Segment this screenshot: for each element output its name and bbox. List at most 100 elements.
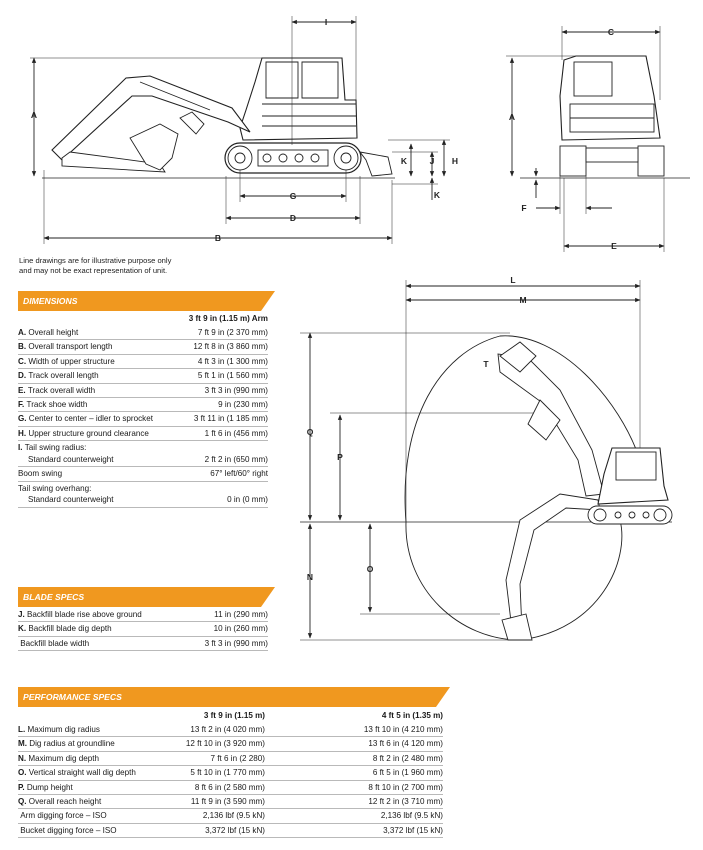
dim-label-a: A <box>31 110 37 120</box>
performance-column-headers: 3 ft 9 in (1.15 m) 4 ft 5 in (1.35 m) <box>18 709 443 723</box>
dim-label-q: Q <box>307 427 314 437</box>
row-value: 1 ft 6 in (456 mm) <box>204 428 268 438</box>
row-label: Backfill blade width <box>20 638 90 648</box>
table-row: L. Maximum dig radius 13 ft 2 in (4 020 m… <box>18 723 443 738</box>
performance-col1-label: 3 ft 9 in (1.15 m) <box>203 711 265 720</box>
dim-label-t: T <box>483 359 489 369</box>
row-label: B. Overall transport length <box>18 342 113 352</box>
table-row: K. Backfill blade dig depth 10 in (260 mm… <box>18 622 268 637</box>
row-label: H. Upper structure ground clearance <box>18 428 149 438</box>
dim-label-o: O <box>367 564 374 574</box>
performance-specs-table: 3 ft 9 in (1.15 m) 4 ft 5 in (1.35 m) L.… <box>18 709 443 839</box>
row-label: Bucket digging force – ISO <box>20 825 117 835</box>
table-row: Arm digging force – ISO 2,136 lbf (9.5 kN… <box>18 809 443 824</box>
row-label: Arm digging force – ISO <box>20 811 107 821</box>
dim-label-k: K <box>401 156 408 166</box>
dim-label-g: G <box>290 191 297 201</box>
row-value: 10 in (260 mm) <box>213 624 268 634</box>
row-value: 8 ft 6 in (2 580 mm) <box>194 782 265 792</box>
performance-specs-header: PERFORMANCE SPECS <box>18 687 450 707</box>
row-value: 12 ft 10 in (3 920 mm) <box>185 739 265 749</box>
table-row: N. Maximum dig depth 7 ft 6 in (2 280) 8 f… <box>18 752 443 767</box>
note-line-2: and may not be exact representation of u… <box>19 266 168 275</box>
table-row: D. Track overall length 5 ft 1 in (1 560 … <box>18 369 268 384</box>
table-row: J. Backfill blade rise above ground 11 in… <box>18 608 268 623</box>
row-label: P. Dump height <box>18 782 73 792</box>
row-value: 13 ft 2 in (4 020 mm) <box>190 725 265 734</box>
row-value: 3 ft 3 in (990 mm) <box>204 638 268 648</box>
row-value-2: 2,136 lbf (9.5 kN) <box>380 811 443 821</box>
dimensions-column-label: 3 ft 9 in (1.15 m) Arm <box>188 314 268 323</box>
row-value-2: 3,372 lbf (15 kN) <box>383 825 443 835</box>
dim-label-e: E <box>611 241 617 251</box>
row-label: J. Backfill blade rise above ground <box>18 610 142 619</box>
table-row: Backfill blade width 3 ft 3 in (990 mm) <box>18 637 268 652</box>
performance-specs-title: PERFORMANCE SPECS <box>23 692 122 702</box>
row-label: K. Backfill blade dig depth <box>18 624 112 634</box>
row-label: O. Vertical straight wall dig depth <box>18 768 136 778</box>
blade-specs-table: J. Backfill blade rise above ground 11 in… <box>18 608 268 652</box>
table-row: M. Dig radius at groundline 12 ft 10 in (… <box>18 737 443 752</box>
row-label: A. Overall height <box>18 328 79 337</box>
note-line-1: Line drawings are for illustrative purpo… <box>19 256 172 265</box>
row-value-2: 13 ft 6 in (4 120 mm) <box>368 739 443 749</box>
illustration-note: Line drawings are for illustrative purpo… <box>19 256 171 276</box>
row-value: 7 ft 6 in (2 280) <box>210 753 265 763</box>
dim-label-h: H <box>452 156 458 166</box>
row-value-2: 12 ft 2 in (3 710 mm) <box>368 796 443 806</box>
dim-label-j: J <box>430 156 435 166</box>
row-value: 11 in (290 mm) <box>214 610 268 619</box>
blade-specs-title: BLADE SPECS <box>23 592 85 602</box>
row-label: E. Track overall width <box>18 385 96 395</box>
row-label: L. Maximum dig radius <box>18 725 100 734</box>
row-value: 3,372 lbf (15 kN) <box>205 825 265 835</box>
row-value: 5 ft 1 in (1 560 mm) <box>197 371 268 381</box>
table-row: B. Overall transport length 12 ft 8 in (3… <box>18 340 268 355</box>
table-row: E. Track overall width 3 ft 3 in (990 mm) <box>18 384 268 398</box>
row-value-2: 6 ft 5 in (1 960 mm) <box>372 768 443 778</box>
row-value: 12 ft 8 in (3 860 mm) <box>193 342 268 352</box>
dimensions-header: DIMENSIONS <box>18 291 275 311</box>
row-label: D. Track overall length <box>18 371 99 381</box>
dim-label-m: M <box>519 295 526 305</box>
table-row: Boom swing 67° left/60° right <box>18 467 268 482</box>
row-value: 9 in (230 mm) <box>218 399 268 409</box>
dim-label-d: D <box>290 213 296 223</box>
dimensions-title: DIMENSIONS <box>23 296 78 306</box>
row-value: 3 ft 3 in (990 mm) <box>204 385 268 395</box>
dimensions-table: 3 ft 9 in (1.15 m) Arm A. Overall height… <box>18 312 268 508</box>
row-value: 5 ft 10 in (1 770 mm) <box>190 768 265 778</box>
row-label: N. Maximum dig depth <box>18 753 99 763</box>
dim-label-k2: K <box>434 190 441 200</box>
row-label: M. Dig radius at groundline <box>18 739 115 749</box>
blade-specs-header: BLADE SPECS <box>18 587 275 607</box>
table-row: Tail swing overhang: Standard counterwei… <box>18 482 268 508</box>
table-row: O. Vertical straight wall dig depth 5 ft … <box>18 766 443 781</box>
table-row: C. Width of upper structure 4 ft 3 in (1 … <box>18 355 268 370</box>
row-label: C. Width of upper structure <box>18 356 115 366</box>
table-row: H. Upper structure ground clearance 1 ft … <box>18 427 268 442</box>
performance-col2-label: 4 ft 5 in (1.35 m) <box>381 711 443 720</box>
table-row: G. Center to center – idler to sprocket 3… <box>18 412 268 427</box>
dim-label-f: F <box>521 203 526 213</box>
row-value: 2,136 lbf (9.5 kN) <box>202 811 265 821</box>
row-value-2: 13 ft 10 in (4 210 mm) <box>363 725 443 734</box>
row-value: 7 ft 9 in (2 370 mm) <box>197 328 268 337</box>
row-value: 4 ft 3 in (1 300 mm) <box>197 356 268 366</box>
dimensions-column-header: 3 ft 9 in (1.15 m) Arm <box>18 312 268 326</box>
dim-label-i: I <box>325 17 327 27</box>
row-label: G. Center to center – idler to sprocket <box>18 414 153 424</box>
table-row: Q. Overall reach height 11 ft 9 in (3 590… <box>18 795 443 810</box>
row-value: 3 ft 11 in (1 185 mm) <box>193 414 268 424</box>
table-row: A. Overall height 7 ft 9 in (2 370 mm) <box>18 326 268 341</box>
dim-label-p: P <box>337 452 343 462</box>
row-value-2: 8 ft 2 in (2 480 mm) <box>372 753 443 763</box>
row-label: Q. Overall reach height <box>18 796 102 806</box>
row-value: 11 ft 9 in (3 590 mm) <box>190 796 265 806</box>
dim-label-l: L <box>510 275 515 285</box>
